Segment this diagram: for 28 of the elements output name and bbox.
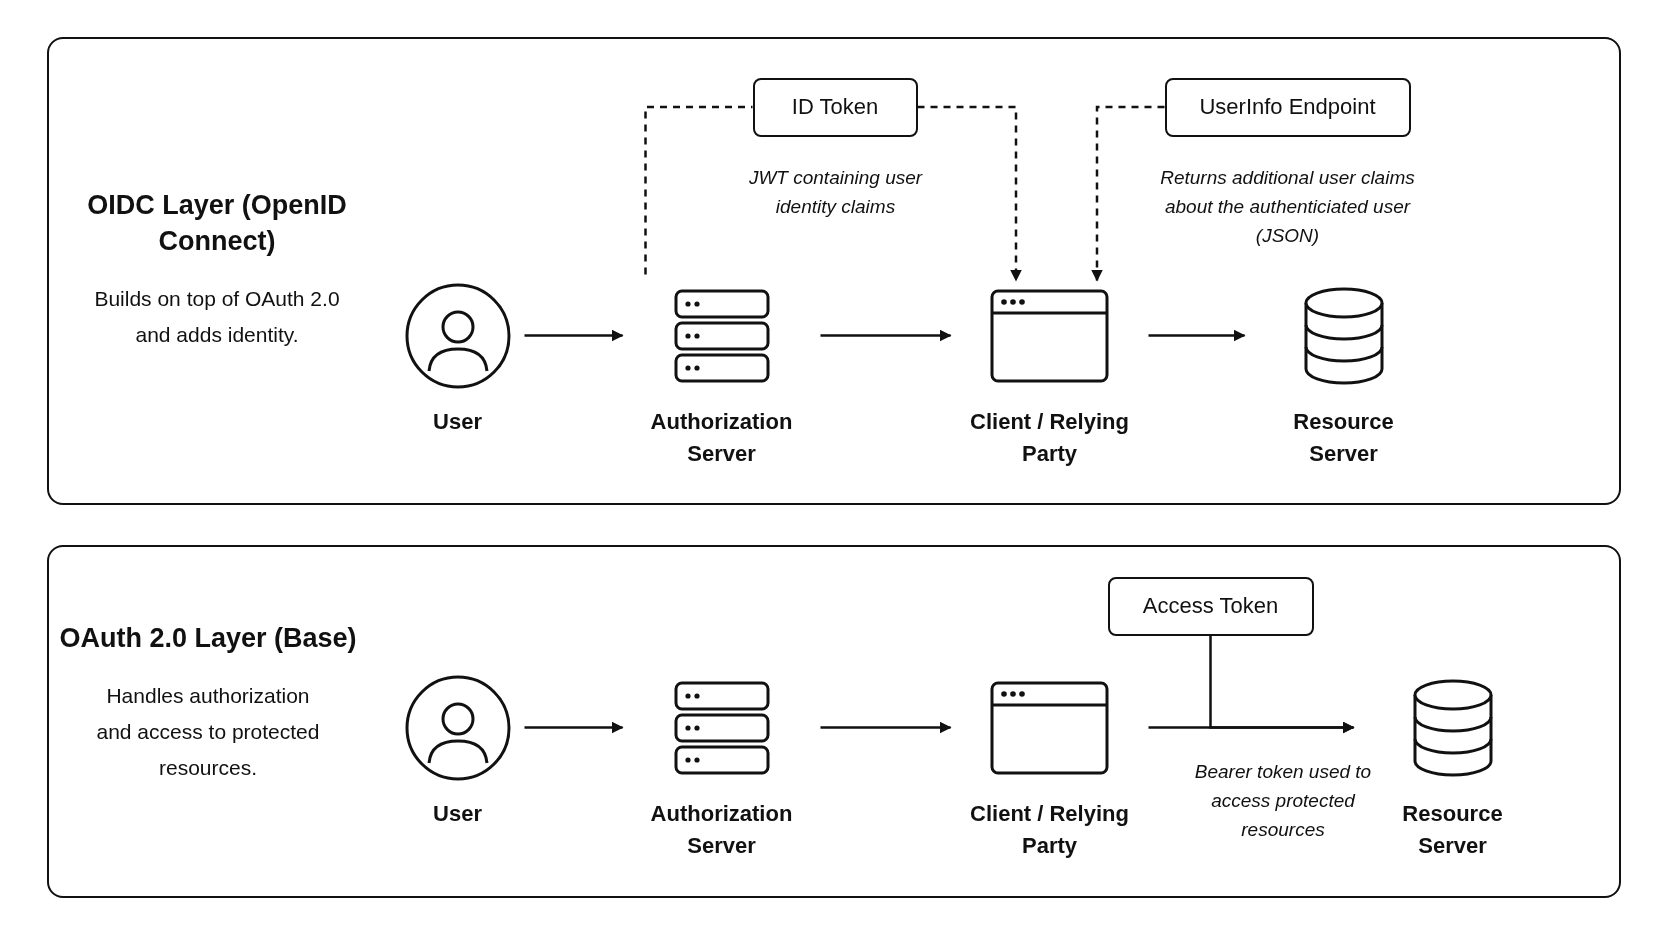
token-box: UserInfo Endpoint xyxy=(1164,77,1411,137)
node-label: Authorization Server xyxy=(649,799,794,860)
annotation-text: JWT containing user identity claims xyxy=(747,165,924,219)
panel-heading: OAuth 2.0 Layer (Base) xyxy=(59,622,357,655)
token-box: Access Token xyxy=(1107,576,1314,636)
node-label: Resource Server xyxy=(1292,407,1395,468)
dashed-connector xyxy=(1091,105,1165,282)
node-label: Resource Server xyxy=(1401,799,1504,860)
arrow xyxy=(1148,329,1246,342)
arrow xyxy=(820,329,952,342)
node-label: Client / Relying Party xyxy=(969,799,1130,860)
node-label: Client / Relying Party xyxy=(969,407,1130,468)
panel-description: Handles authorization and access to protected resources. xyxy=(95,683,321,781)
layer-panel xyxy=(47,37,1621,505)
node-label: Authorization Server xyxy=(649,407,794,468)
arrow xyxy=(524,329,624,342)
edge-label: Bearer token used to access protected resources xyxy=(1193,760,1373,842)
arrow xyxy=(524,721,624,734)
arrow xyxy=(1209,635,1355,734)
annotation-text: Returns additional user claims about the authenticiated user (JSON) xyxy=(1159,165,1416,248)
node-label: User xyxy=(433,407,482,436)
panel-description: Builds on top of OAuth 2.0 and adds identity. xyxy=(93,286,341,348)
panel-heading: OIDC Layer (OpenID Connect) xyxy=(86,189,348,258)
dashed-connector xyxy=(917,105,1022,282)
layer-panel xyxy=(47,545,1621,898)
token-box: ID Token xyxy=(752,77,918,137)
arrow xyxy=(820,721,952,734)
node-label: User xyxy=(433,799,482,828)
